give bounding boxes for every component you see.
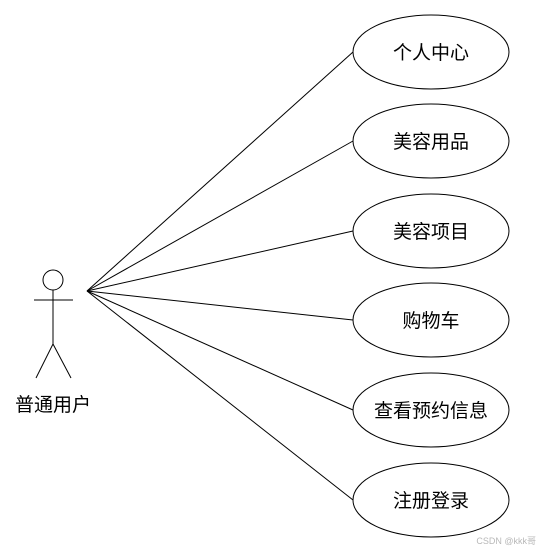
actor-head xyxy=(42,269,64,291)
use-case-ellipse xyxy=(352,462,510,538)
association-lines xyxy=(86,51,354,501)
use-case-label: 个人中心 xyxy=(393,42,469,64)
use-case-ellipse xyxy=(352,372,510,448)
use-case-personal-center[interactable]: 个人中心 xyxy=(352,14,510,90)
association-line-beauty-services xyxy=(86,230,354,292)
use-case-ellipse xyxy=(352,193,510,269)
use-case-label: 美容用品 xyxy=(393,131,469,153)
actor-label: 普通用户 xyxy=(15,394,91,416)
association-line-personal-center xyxy=(86,51,354,292)
use-case-ellipse xyxy=(352,14,510,90)
use-case-shopping-cart[interactable]: 购物车 xyxy=(352,282,510,358)
actor-right-leg xyxy=(52,343,72,379)
use-case-beauty-services[interactable]: 美容项目 xyxy=(352,193,510,269)
use-case-register-login[interactable]: 注册登录 xyxy=(352,462,510,538)
stick-figure-actor-icon xyxy=(34,269,73,379)
actor-left-leg xyxy=(35,343,54,379)
use-case-beauty-products[interactable]: 美容用品 xyxy=(352,103,510,179)
use-case-label: 注册登录 xyxy=(393,490,469,512)
actor: 普通用户 xyxy=(15,269,91,416)
association-line-register-login xyxy=(86,290,354,501)
use-case-ellipse xyxy=(352,103,510,179)
watermark: CSDN @kkk哥 xyxy=(476,536,536,546)
use-case-label: 查看预约信息 xyxy=(374,400,488,422)
use-case-label: 美容项目 xyxy=(393,221,469,243)
use-case-label: 购物车 xyxy=(402,310,459,332)
association-line-shopping-cart xyxy=(86,290,354,321)
association-line-view-appointments xyxy=(86,290,354,411)
use-cases: 个人中心 美容用品 美容项目 购物车 查看预约信息 注册登录 xyxy=(352,14,510,538)
association-line-beauty-products xyxy=(86,140,354,292)
use-case-ellipse xyxy=(352,282,510,358)
use-case-view-appointments[interactable]: 查看预约信息 xyxy=(352,372,510,448)
